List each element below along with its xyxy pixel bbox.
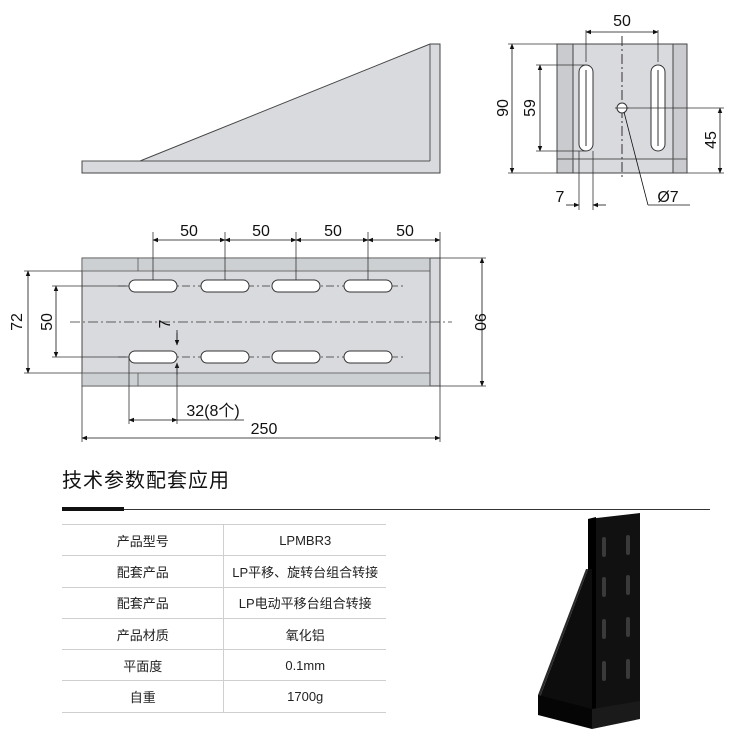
plan-slot (200, 279, 250, 293)
plan-slot (271, 350, 321, 364)
table-row: 自重 1700g (62, 680, 386, 713)
technical-drawing: 50 90 59 45 7 Ø7 (9, 13, 724, 442)
plan-height-label: 72 (9, 313, 26, 331)
side-view (81, 43, 441, 174)
spec-label: 配套产品 (62, 555, 225, 588)
plan-slot (343, 350, 393, 364)
spec-label: 产品材质 (62, 617, 225, 650)
product-slots (602, 535, 630, 681)
table-row: 平面度 0.1mm (62, 649, 386, 681)
table-row: 产品材质 氧化铝 (62, 617, 386, 650)
spec-value: LP平移、旋转台组合转接 (223, 555, 386, 588)
top-view: 50 50 50 50 72 50 7 90 32(8个) 250 (9, 223, 488, 442)
top-view-plate (81, 257, 441, 387)
plan-slot (271, 279, 321, 293)
pitch-label-2: 50 (252, 223, 270, 240)
spec-value: LP电动平移台组合转接 (223, 586, 386, 619)
end-width-label: 50 (613, 13, 631, 30)
spec-value: 1700g (223, 680, 386, 713)
pitch-label-4: 50 (396, 223, 414, 240)
spec-value: 0.1mm (223, 649, 386, 681)
hole-diameter-label: Ø7 (657, 189, 678, 206)
spec-label: 产品型号 (62, 523, 225, 556)
slot-width-label: 7 (556, 189, 565, 206)
side-view-outline (81, 43, 441, 174)
slot-length-label: 59 (522, 99, 539, 117)
spec-label: 平面度 (62, 649, 225, 681)
table-row: 产品型号 LPMBR3 (62, 523, 386, 556)
slot-length-note: 32(8个) (186, 402, 239, 420)
plan-slot (128, 350, 178, 364)
plan-slot (200, 350, 250, 364)
table-row: 配套产品 LP电动平移台组合转接 (62, 586, 386, 619)
product-photo (538, 513, 640, 729)
overall-length-label: 250 (251, 421, 278, 438)
section-title: 技术参数配套应用 (62, 470, 230, 492)
hole-height-label: 45 (703, 131, 720, 149)
spec-value: 氧化铝 (223, 617, 386, 650)
row-spacing-label: 50 (39, 313, 56, 331)
plan-slot (128, 279, 178, 293)
plan-slot (343, 279, 393, 293)
end-view: 50 90 59 45 7 Ø7 (495, 13, 724, 210)
pitch-label-1: 50 (180, 223, 198, 240)
end-height-label: 90 (495, 99, 512, 117)
spec-label: 自重 (62, 680, 225, 713)
title-rule (62, 509, 710, 510)
table-row: 配套产品 LP平移、旋转台组合转接 (62, 555, 386, 588)
plan-slot-width-label: 7 (157, 319, 174, 328)
spec-table: 产品型号 LPMBR3 配套产品 LP平移、旋转台组合转接 配套产品 LP电动平… (62, 523, 386, 713)
pitch-label-3: 50 (324, 223, 342, 240)
spec-label: 配套产品 (62, 586, 225, 619)
spec-value: LPMBR3 (223, 523, 386, 556)
plan-right-height-label: 90 (471, 313, 488, 331)
title-rule-accent (62, 507, 124, 511)
